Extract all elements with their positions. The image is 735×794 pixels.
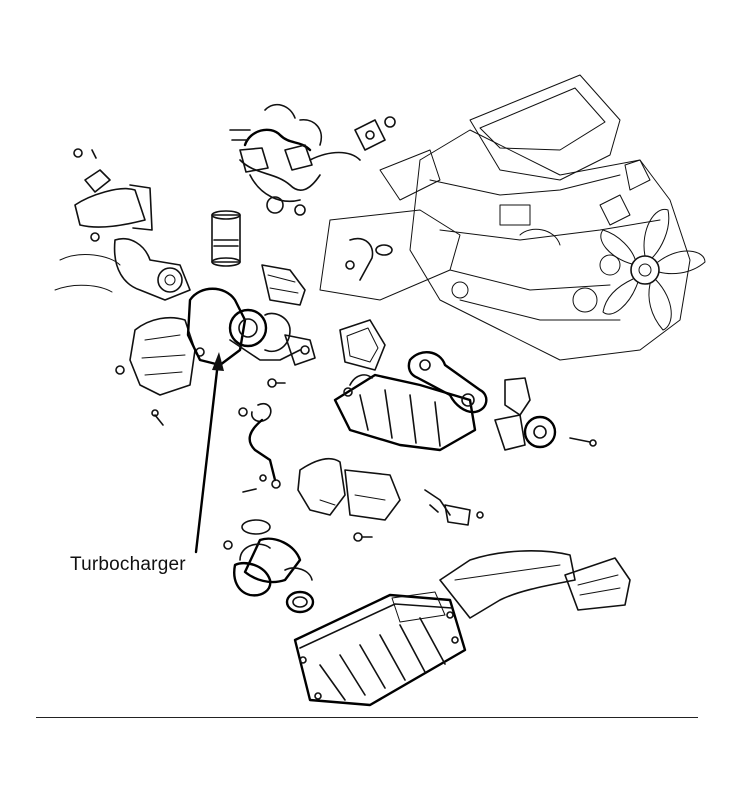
- exhaust-elbow: [54, 238, 191, 301]
- intake-manifold: [333, 238, 477, 452]
- sensor-hardware: [424, 489, 484, 526]
- turbocharger-callout-label: Turbocharger: [70, 554, 186, 575]
- upper-left-hardware: [73, 148, 153, 242]
- intake-pipe-upper: [211, 210, 241, 267]
- intercooler-duct: [439, 550, 631, 619]
- cooling-fan: [599, 159, 706, 331]
- bottom-divider: [36, 717, 698, 718]
- turbocharger-leader: [194, 352, 224, 554]
- bypass-valve: [494, 377, 597, 451]
- lower-bracket: [297, 458, 401, 542]
- oil-line: [238, 402, 281, 493]
- wiring-harness: [229, 103, 396, 216]
- engine-block: [319, 74, 691, 361]
- heat-shield: [115, 316, 205, 426]
- intake-pipe-connector: [407, 351, 488, 414]
- intercooler: [293, 591, 467, 707]
- compressor-inlet-hoses: [223, 519, 315, 614]
- turbocharger: [186, 264, 316, 388]
